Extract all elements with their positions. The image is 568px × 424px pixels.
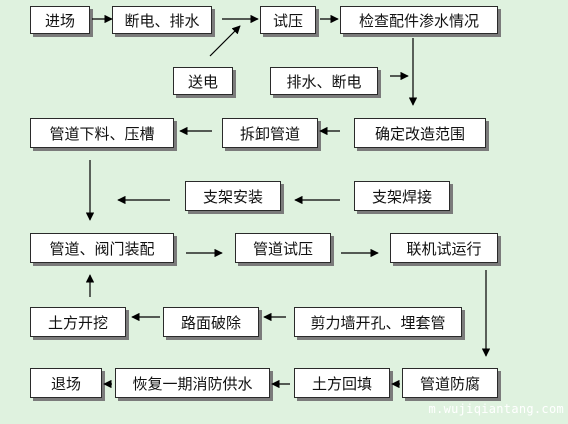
node-road-breaking: 路面破除 xyxy=(163,307,259,337)
node-pipe-pressure-test: 管道试压 xyxy=(235,233,331,263)
node-pipe-cutting: 管道下料、压槽 xyxy=(30,118,174,148)
node-check-leakage: 检查配件渗水情况 xyxy=(340,6,498,34)
node-restore-water-supply: 恢复一期消防供水 xyxy=(115,368,270,398)
node-drain-power-off: 排水、断电 xyxy=(270,67,378,95)
node-remove-pipes: 拆卸管道 xyxy=(222,118,318,148)
node-determine-scope: 确定改造范围 xyxy=(354,118,486,148)
watermark: m.wujiqiantang.com xyxy=(428,402,564,416)
node-bracket-weld: 支架焊接 xyxy=(354,181,450,211)
node-excavation: 土方开挖 xyxy=(30,307,126,337)
arrow-power-on-to-test xyxy=(209,25,241,57)
node-power-on: 送电 xyxy=(173,67,233,95)
node-entry: 进场 xyxy=(30,6,90,34)
node-pipe-anticorrosion: 管道防腐 xyxy=(402,368,498,398)
node-pipe-valve-assembly: 管道、阀门装配 xyxy=(30,233,174,263)
node-backfill: 土方回填 xyxy=(294,368,390,398)
node-joint-trial-run: 联机试运行 xyxy=(390,233,498,263)
node-pressure-test: 试压 xyxy=(260,6,316,34)
node-shear-wall-hole: 剪力墙开孔、埋套管 xyxy=(294,307,462,337)
node-bracket-install: 支架安装 xyxy=(185,181,281,211)
node-exit: 退场 xyxy=(30,368,102,398)
